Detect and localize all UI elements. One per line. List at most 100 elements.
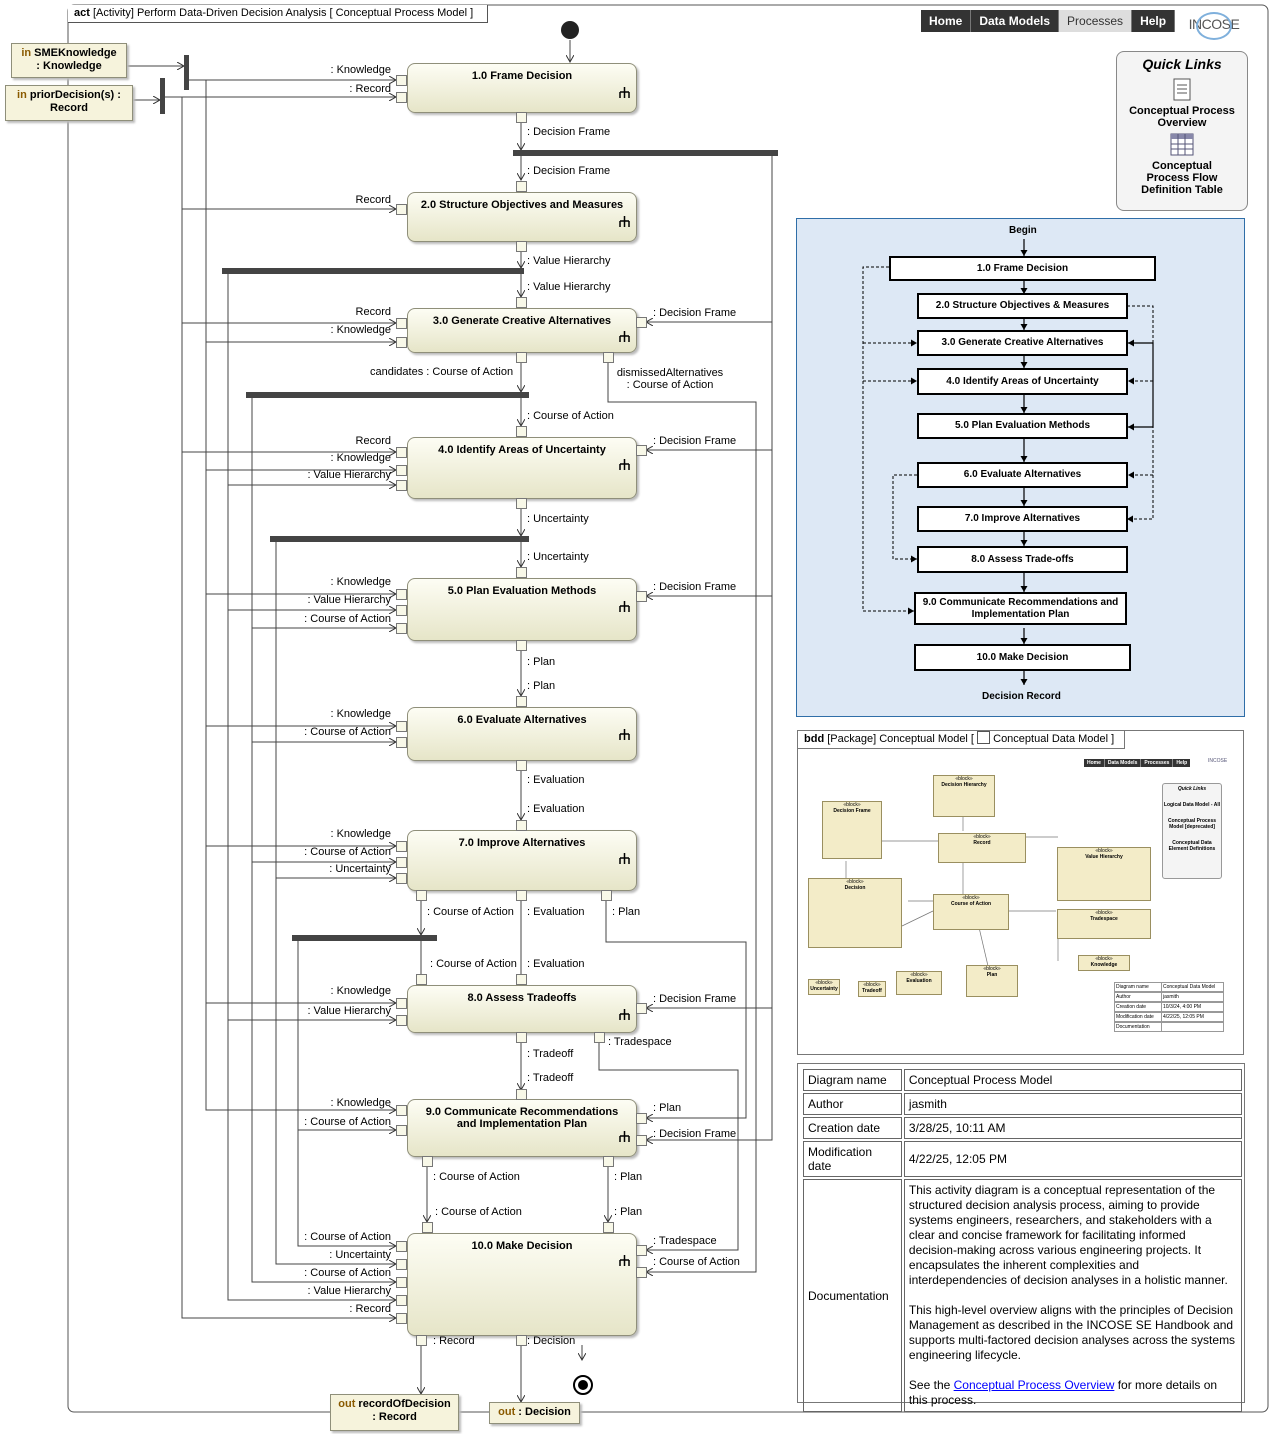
pin-label: : Tradeoff <box>527 1072 574 1084</box>
info-key: Author <box>803 1093 902 1115</box>
pin-label: : Uncertainty <box>527 513 589 525</box>
pin-label: : Value Hierarchy <box>307 594 391 606</box>
pin-label: : Plan <box>612 906 641 918</box>
flow-step: 6.0 Evaluate Alternatives <box>917 462 1128 488</box>
fork-sme-knowledge <box>184 55 189 90</box>
rake-icon <box>619 1255 630 1266</box>
rake-icon <box>619 729 630 740</box>
fork-prior-decisions <box>160 78 165 114</box>
pin-label: candidates : Course of Action <box>370 366 514 378</box>
fork-uncertainty <box>270 536 529 542</box>
pin-label: : Course of Action <box>527 410 614 422</box>
pin-label: : Course of Action <box>304 1267 391 1279</box>
fork-decision-frame <box>513 150 778 156</box>
bdd-block: «block»Tradespace <box>1057 909 1151 939</box>
action-structure-objectives[interactable]: 2.0 Structure Objectives and Measures <box>407 192 637 242</box>
link-process-flow-definition-table[interactable]: Conceptual Process Flow Definition Table <box>1141 160 1223 196</box>
rake-icon <box>619 331 630 342</box>
pin-label: : Record <box>349 83 391 95</box>
pin-label: : Uncertainty <box>527 551 589 563</box>
flow-step: 4.0 Identify Areas of Uncertainty <box>917 368 1128 395</box>
flow-step: 2.0 Structure Objectives & Measures <box>917 293 1128 319</box>
rake-icon <box>619 1009 630 1020</box>
param-sme-knowledge[interactable]: in SMEKnowledge : Knowledge <box>11 43 127 78</box>
action-frame-decision[interactable]: 1.0 Frame Decision <box>407 63 637 113</box>
pin-label: : Knowledge <box>330 828 391 840</box>
bdd-logo: INCOSE <box>1208 758 1228 764</box>
pin-label: : Decision <box>527 1335 576 1347</box>
action-communicate-recommendations[interactable]: 9.0 Communicate Recommendations and Impl… <box>407 1099 637 1157</box>
nav-data-models[interactable]: Data Models <box>971 10 1060 32</box>
activity-frame-title: act [Activity] Perform Data-Driven Decis… <box>68 5 489 23</box>
pin-label: : Knowledge <box>330 576 391 588</box>
nav-bar: Home Data Models Processes Help <box>921 10 1176 32</box>
pin-label: : Evaluation <box>527 774 585 786</box>
nav-processes[interactable]: Processes <box>1059 10 1133 32</box>
pin-label: : Course of Action <box>304 1231 391 1243</box>
bdd-block: «block»Plan <box>966 965 1018 997</box>
bdd-nav: Home Data Models Processes Help <box>1084 759 1191 767</box>
bdd-block: «block»Course of Action <box>933 894 1009 930</box>
rake-icon <box>619 459 630 470</box>
pin-label: : Decision Frame <box>527 165 611 177</box>
pin-label: : Record <box>433 1335 475 1347</box>
info-key: Diagram name <box>803 1069 902 1091</box>
bdd-associations <box>845 816 1059 967</box>
flow-step: 10.0 Make Decision <box>914 644 1131 671</box>
bdd-block: «block»Uncertainty <box>808 979 840 995</box>
pin-label: : Value Hierarchy <box>307 1285 391 1297</box>
rake-icon <box>619 853 630 864</box>
bdd-block: «block»Knowledge <box>1078 955 1130 971</box>
documentation-text: This activity diagram is a conceptual re… <box>903 1179 1242 1412</box>
pin-label: : Course of Action <box>304 726 391 738</box>
pin-label: : Knowledge <box>330 452 391 464</box>
table-icon <box>1170 133 1194 156</box>
conceptual-data-model-thumbnail[interactable]: bdd [Package] Conceptual Model [ Concept… <box>797 730 1244 1055</box>
bdd-quick-links: Quick Links Logical Data Model - All Con… <box>1162 783 1222 879</box>
nav-help[interactable]: Help <box>1132 10 1176 32</box>
bdd-block: «block»Decision Hierarchy <box>933 775 995 817</box>
rake-icon <box>619 87 630 98</box>
action-generate-alternatives[interactable]: 3.0 Generate Creative Alternatives <box>407 308 637 353</box>
pin-label: : Course of Action <box>304 846 391 858</box>
flow-step: 9.0 Communicate Recommendations and Impl… <box>914 592 1127 625</box>
incose-logo: INCOSE <box>1186 10 1242 40</box>
pin-label: : Plan <box>614 1171 643 1183</box>
action-evaluate-alternatives[interactable]: 6.0 Evaluate Alternatives <box>407 707 637 761</box>
param-decision[interactable]: out : Decision <box>489 1402 580 1424</box>
pin-label: : Course of Action <box>304 613 391 625</box>
flow-step: 7.0 Improve Alternatives <box>917 506 1128 532</box>
pin-label: : Uncertainty <box>329 863 391 875</box>
link-conceptual-process-overview[interactable]: Conceptual Process Overview <box>1129 105 1235 129</box>
pin-label: : Plan <box>614 1206 643 1218</box>
pin-label: Record <box>355 306 391 318</box>
bdd-block: «block»Tradeoff <box>858 981 886 997</box>
activity-final-node <box>573 1375 593 1395</box>
pin-label: : Decision Frame <box>653 581 737 593</box>
quick-links-panel: Quick Links Conceptual Process Overview … <box>1116 51 1248 211</box>
pin-label: : Plan <box>527 680 556 692</box>
pin-label: Record <box>355 194 391 206</box>
fork-value-hierarchy <box>222 268 524 274</box>
param-prior-decisions[interactable]: in priorDecision(s) : Record <box>5 85 133 121</box>
flow-overview-arrows <box>862 239 1154 685</box>
pin-label: : Record <box>349 1303 391 1315</box>
fork-candidates <box>292 935 437 941</box>
action-improve-alternatives[interactable]: 7.0 Improve Alternatives <box>407 830 637 891</box>
pin-label: : Decision Frame <box>653 1128 737 1140</box>
doc-link-process-overview[interactable]: Conceptual Process Overview <box>953 1378 1115 1392</box>
pin-label: : Value Hierarchy <box>527 281 611 293</box>
action-make-decision[interactable]: 10.0 Make Decision <box>407 1233 637 1336</box>
rake-icon <box>619 216 630 227</box>
action-assess-tradeoffs[interactable]: 8.0 Assess Tradeoffs <box>407 985 637 1033</box>
param-record-of-decision[interactable]: out recordOfDecision : Record <box>330 1394 459 1431</box>
nav-home[interactable]: Home <box>921 10 972 32</box>
pin-label: : Tradespace <box>653 1235 717 1247</box>
action-identify-uncertainty[interactable]: 4.0 Identify Areas of Uncertainty <box>407 437 637 499</box>
pin-label: : Evaluation <box>527 958 585 970</box>
bdd-block: «block»Record <box>938 833 1026 863</box>
action-plan-evaluation[interactable]: 5.0 Plan Evaluation Methods <box>407 578 637 641</box>
